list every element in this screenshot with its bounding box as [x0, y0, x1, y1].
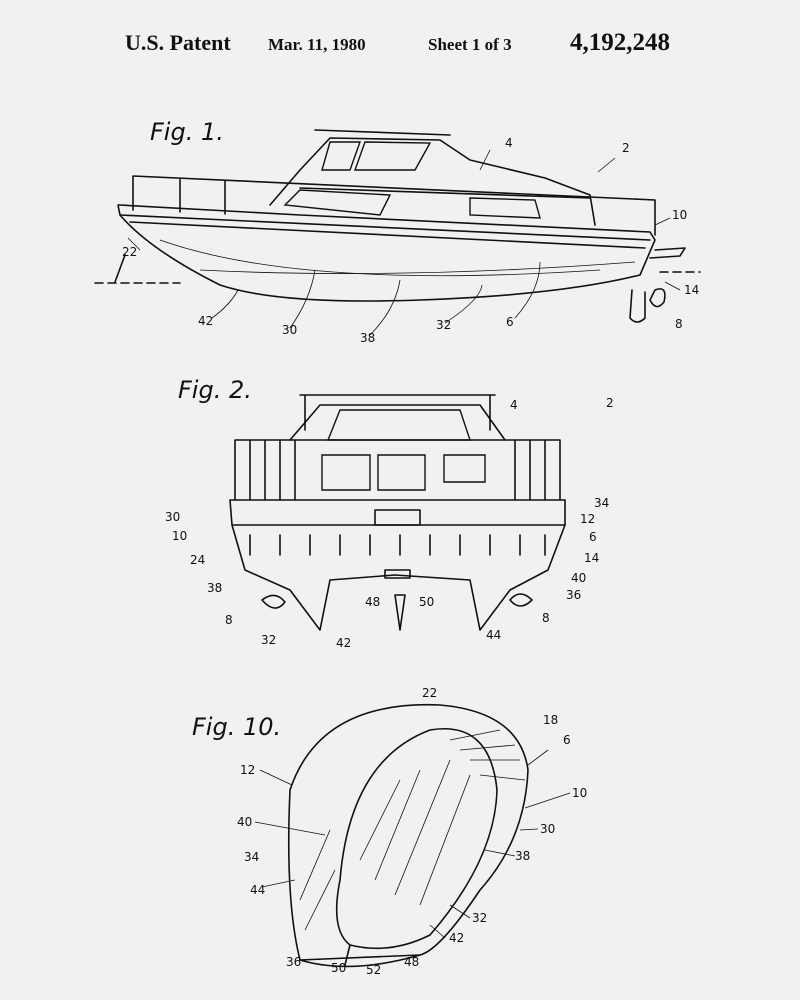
ref-numeral: 52 — [366, 963, 381, 977]
figure-2: Fig. 2. 4 2 30 10 24 38 8 32 42 — [165, 376, 614, 650]
ref-numeral: 22 — [422, 686, 437, 700]
ref-numeral: 6 — [563, 733, 571, 747]
ref-numeral: 44 — [486, 628, 501, 642]
boat-cover-perspective — [287, 703, 529, 968]
ref-numeral: 48 — [365, 595, 380, 609]
ref-numeral: 8 — [675, 317, 683, 331]
ref-numeral: 22 — [122, 245, 137, 259]
ref-numeral: 6 — [589, 530, 597, 544]
ref-numeral: 32 — [472, 911, 487, 925]
ref-numeral: 8 — [542, 611, 550, 625]
figure-1: Fig. 1. 4 2 1 — [94, 118, 701, 345]
ref-numeral: 10 — [672, 208, 687, 222]
ref-numeral: 4 — [510, 398, 518, 412]
ref-numeral: 38 — [207, 581, 222, 595]
sheet-number: Sheet 1 of 3 — [428, 35, 512, 54]
boat-side-view — [94, 129, 701, 323]
patent-date: Mar. 11, 1980 — [268, 35, 366, 54]
ref-numeral: 30 — [540, 822, 555, 836]
ref-numeral: 12 — [580, 512, 595, 526]
ref-numeral: 2 — [606, 396, 614, 410]
ref-numeral: 50 — [331, 961, 346, 975]
ref-numeral: 40 — [571, 571, 586, 585]
ref-numeral: 38 — [515, 849, 530, 863]
figure-1-title: Fig. 1. — [150, 118, 224, 146]
ref-numeral: 6 — [506, 315, 514, 329]
ref-numeral: 40 — [237, 815, 252, 829]
patent-number: 4,192,248 — [570, 29, 670, 56]
ref-numeral: 38 — [360, 331, 375, 345]
ref-numeral: 14 — [684, 283, 699, 297]
ref-numeral: 8 — [225, 613, 233, 627]
ref-numeral: 12 — [240, 763, 255, 777]
ref-numeral: 30 — [165, 510, 180, 524]
figure-10-title: Fig. 10. — [192, 713, 281, 741]
ref-numeral: 50 — [419, 595, 434, 609]
ref-numeral: 42 — [449, 931, 464, 945]
ref-numeral: 32 — [261, 633, 276, 647]
boat-rear-view — [229, 394, 566, 631]
ref-numeral: 18 — [543, 713, 558, 727]
ref-numeral: 34 — [594, 496, 609, 510]
ref-numeral: 48 — [404, 955, 419, 969]
figure-10: Fig. 10. 22 18 6 12 10 40 30 34 38 44 32… — [192, 686, 587, 977]
ref-numeral: 42 — [198, 314, 213, 328]
figure-2-title: Fig. 2. — [178, 376, 252, 404]
ref-numeral: 10 — [572, 786, 587, 800]
ref-numeral: 24 — [190, 553, 205, 567]
ref-numeral: 30 — [282, 323, 297, 337]
ref-numeral: 42 — [336, 636, 351, 650]
ref-numeral: 10 — [172, 529, 187, 543]
ref-numeral: 36 — [566, 588, 581, 602]
ref-numeral: 4 — [505, 136, 513, 150]
ref-numeral: 36 — [286, 955, 301, 969]
ref-numeral: 2 — [622, 141, 630, 155]
ref-numeral: 44 — [250, 883, 265, 897]
figure-10-reference-numerals: 22 18 6 12 10 40 30 34 38 44 32 42 36 50… — [237, 686, 587, 977]
figure-2-reference-numerals: 4 2 30 10 24 38 8 32 42 48 50 44 8 36 40… — [165, 396, 614, 650]
ref-numeral: 34 — [244, 850, 259, 864]
patent-label: U.S. Patent — [125, 30, 231, 55]
figure-1-reference-numerals: 4 2 10 22 14 8 42 30 38 32 6 — [122, 136, 699, 345]
ref-numeral: 14 — [584, 551, 599, 565]
